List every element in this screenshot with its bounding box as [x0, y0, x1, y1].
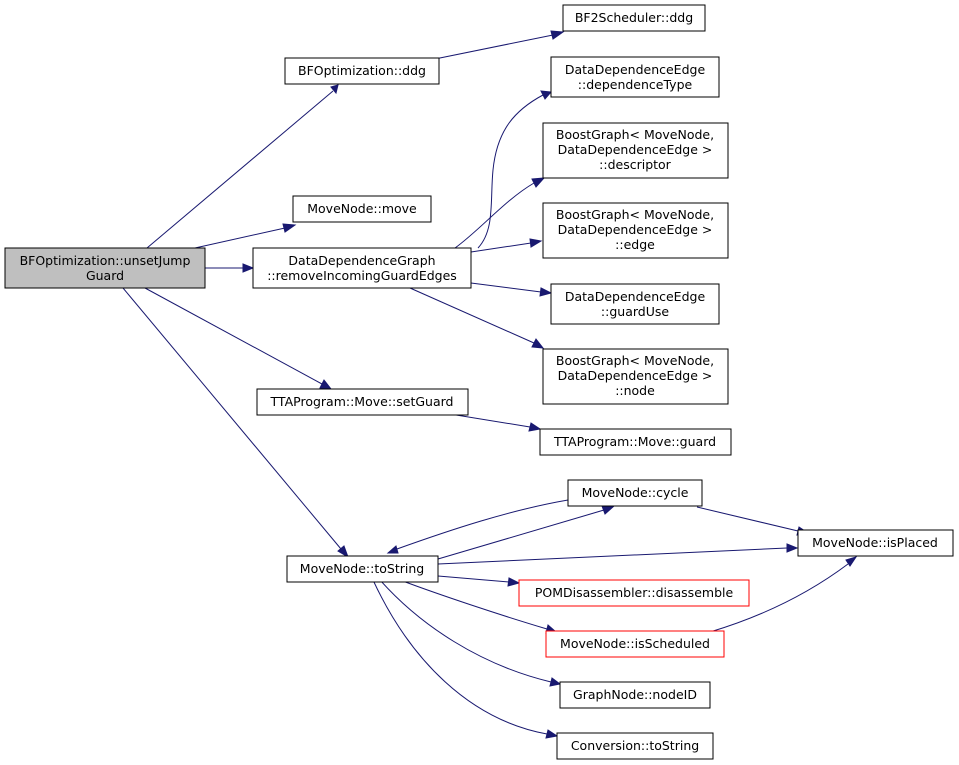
edge-mn-tostring-to-gn-nodeid — [379, 579, 562, 687]
node-bf-optimization-unset-jump-guard[interactable]: BFOptimization::unsetJump Guard — [4, 247, 206, 289]
edge-root-to-tta-setguard — [144, 287, 333, 390]
edge-root-to-mn-move — [194, 223, 297, 249]
edge-ddg-remove-to-bg-edge — [470, 238, 543, 253]
node-boostgraph-edge[interactable]: BoostGraph< MoveNode, DataDependenceEdge… — [542, 202, 729, 259]
edge-mn-cycle-to-mn-isplaced — [696, 506, 810, 536]
node-bf2-scheduler-ddg[interactable]: BF2Scheduler::ddg — [562, 4, 706, 32]
edge-root-to-mn-tostring — [122, 287, 349, 559]
svg-text:MoveNode::toString: MoveNode::toString — [300, 561, 424, 576]
svg-text:MoveNode::move: MoveNode::move — [307, 201, 417, 216]
node-pom-disassembler-disassemble[interactable]: POMDisassembler::disassemble — [518, 579, 750, 607]
svg-text:DataDependenceEdge: DataDependenceEdge — [565, 62, 706, 77]
edge-ddg-remove-to-bg-node — [409, 287, 545, 349]
edge-mn-tostring-to-mn-cycle — [437, 505, 616, 560]
edge-ddg-remove-to-dde-deptype — [477, 90, 553, 249]
svg-text:GraphNode::nodeID: GraphNode::nodeID — [573, 687, 697, 702]
edge-tta-setguard-to-tta-guard — [449, 413, 542, 432]
node-tta-move-set-guard[interactable]: TTAProgram::Move::setGuard — [256, 388, 469, 416]
edge-ddg-remove-to-bg-descriptor — [454, 177, 546, 249]
svg-text:DataDependenceEdge >: DataDependenceEdge > — [558, 368, 713, 383]
svg-text:DataDependenceEdge >: DataDependenceEdge > — [558, 222, 713, 237]
svg-text:::node: ::node — [615, 383, 655, 398]
edge-mn-tostring-to-pom-disassemble — [437, 575, 521, 587]
svg-text:Guard: Guard — [86, 268, 124, 283]
edge-ddg-remove-to-dde-guarduse — [470, 282, 553, 297]
svg-text:MoveNode::isPlaced: MoveNode::isPlaced — [812, 535, 938, 550]
svg-text:BoostGraph< MoveNode,: BoostGraph< MoveNode, — [556, 207, 714, 222]
svg-text:BF2Scheduler::ddg: BF2Scheduler::ddg — [575, 10, 693, 25]
svg-text:Conversion::toString: Conversion::toString — [571, 738, 699, 753]
svg-text:BoostGraph< MoveNode,: BoostGraph< MoveNode, — [556, 127, 714, 142]
svg-text:::dependenceType: ::dependenceType — [578, 77, 693, 92]
svg-text:::edge: ::edge — [615, 237, 655, 252]
svg-text:MoveNode::isScheduled: MoveNode::isScheduled — [560, 636, 710, 651]
node-bf-optimization-ddg[interactable]: BFOptimization::ddg — [284, 57, 440, 85]
edge-bf-ddg-to-bf2-ddg — [429, 30, 565, 61]
svg-text:::removeIncomingGuardEdges: ::removeIncomingGuardEdges — [267, 268, 457, 283]
svg-text:TTAProgram::Move::setGuard: TTAProgram::Move::setGuard — [270, 394, 454, 409]
edge-mn-cycle-to-mn-tostring — [386, 499, 569, 554]
edge-mn-tostring-to-mn-isplaced — [437, 543, 799, 565]
svg-text:BoostGraph< MoveNode,: BoostGraph< MoveNode, — [556, 353, 714, 368]
svg-text:BFOptimization::unsetJump: BFOptimization::unsetJump — [20, 253, 191, 268]
node-movenode-cycle[interactable]: MoveNode::cycle — [567, 479, 703, 507]
edge-root-to-bf-ddg — [146, 84, 339, 249]
node-graphnode-node-id[interactable]: GraphNode::nodeID — [559, 681, 711, 709]
node-movenode-move[interactable]: MoveNode::move — [292, 195, 432, 223]
edge-mn-isscheduled-to-mn-isplaced — [709, 556, 858, 633]
node-conversion-to-string[interactable]: Conversion::toString — [556, 732, 714, 760]
node-boostgraph-descriptor[interactable]: BoostGraph< MoveNode, DataDependenceEdge… — [542, 122, 729, 179]
node-boostgraph-node[interactable]: BoostGraph< MoveNode, DataDependenceEdge… — [542, 348, 729, 405]
node-dde-guard-use[interactable]: DataDependenceEdge ::guardUse — [550, 283, 720, 325]
svg-text:DataDependenceEdge >: DataDependenceEdge > — [558, 142, 713, 157]
svg-text:POMDisassembler::disassemble: POMDisassembler::disassemble — [535, 585, 734, 600]
svg-text:::guardUse: ::guardUse — [601, 304, 669, 319]
svg-text:TTAProgram::Move::guard: TTAProgram::Move::guard — [553, 434, 716, 449]
node-movenode-to-string[interactable]: MoveNode::toString — [286, 555, 439, 583]
node-ddg-remove-incoming-guard-edges[interactable]: DataDependenceGraph ::removeIncomingGuar… — [252, 247, 472, 289]
node-dde-dependence-type[interactable]: DataDependenceEdge ::dependenceType — [550, 56, 720, 98]
node-tta-move-guard[interactable]: TTAProgram::Move::guard — [539, 428, 732, 456]
edge-mn-tostring-to-conv-tostring — [372, 579, 559, 739]
svg-text:DataDependenceGraph: DataDependenceGraph — [288, 253, 435, 268]
svg-text:MoveNode::cycle: MoveNode::cycle — [582, 485, 689, 500]
svg-text:BFOptimization::ddg: BFOptimization::ddg — [298, 63, 426, 78]
node-movenode-is-placed[interactable]: MoveNode::isPlaced — [797, 529, 954, 557]
node-movenode-is-scheduled[interactable]: MoveNode::isScheduled — [545, 630, 725, 658]
svg-text:DataDependenceEdge: DataDependenceEdge — [565, 289, 706, 304]
edge-root-to-ddg-remove — [205, 263, 255, 273]
svg-text:::descriptor: ::descriptor — [599, 157, 672, 172]
